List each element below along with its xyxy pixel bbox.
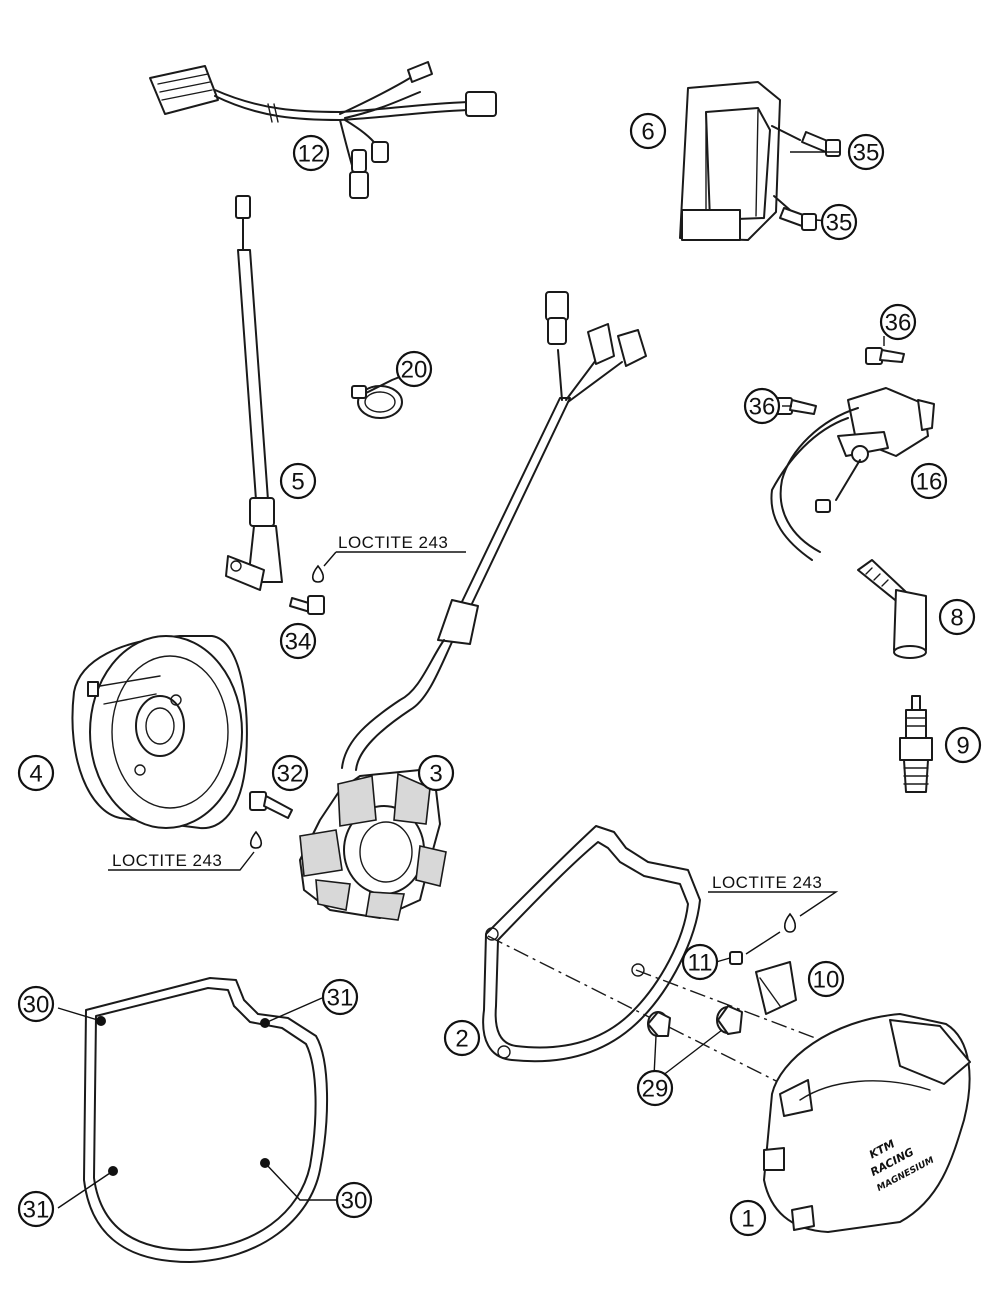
callout-label: 10 <box>813 967 840 994</box>
callout-1: 1 <box>729 1199 767 1237</box>
callout-label: 36 <box>749 394 776 421</box>
callout-label: 35 <box>826 210 853 237</box>
callout-label: 20 <box>401 357 428 384</box>
callout-4: 4 <box>17 754 55 792</box>
callout-20: 20 <box>395 350 433 388</box>
callout-label: 8 <box>950 605 963 632</box>
sensor-cable-part-5 <box>225 195 283 591</box>
callout-label: 31 <box>327 985 354 1012</box>
gasket-lower-left <box>83 977 329 1263</box>
cdi-unit-part-6 <box>679 81 801 241</box>
loctite-note-c: LOCTITE 243 <box>708 873 839 955</box>
callout-label: 36 <box>885 310 912 337</box>
gasket-part-2 <box>482 825 701 1063</box>
wiring-harness-part-12 <box>149 61 497 199</box>
callout-36-upper: 36 <box>879 303 917 341</box>
callout-3: 3 <box>417 754 455 792</box>
loctite-label: LOCTITE 243 <box>338 533 448 552</box>
bolt-part-34 <box>289 595 325 615</box>
callout-35-upper: 35 <box>847 133 885 171</box>
bolt-part-36-upper <box>865 347 905 365</box>
flywheel-part-4 <box>71 635 248 830</box>
loctite-note-a: LOCTITE 243 <box>311 533 466 583</box>
callout-32: 32 <box>271 754 309 792</box>
callout-34: 34 <box>279 622 317 660</box>
callout-11: 11 <box>681 943 719 981</box>
callout-label: 4 <box>29 761 42 788</box>
callout-label: 34 <box>285 629 312 656</box>
spark-plug-cap-part-8 <box>857 559 927 659</box>
callout-16: 16 <box>910 462 948 500</box>
callout-label: 30 <box>341 1188 368 1215</box>
bolt-part-35-lower <box>779 207 817 231</box>
callout-label: 6 <box>641 119 654 146</box>
loctite-label: LOCTITE 243 <box>112 851 222 870</box>
callout-label: 5 <box>291 469 304 496</box>
callout-31-lower: 31 <box>17 1190 55 1228</box>
callout-label: 2 <box>455 1026 468 1053</box>
callout-2: 2 <box>443 1019 481 1057</box>
bolt-part-32 <box>249 791 293 819</box>
loctite-drop-icon <box>311 564 325 583</box>
callout-36-left: 36 <box>743 387 781 425</box>
callout-label: 1 <box>741 1206 754 1233</box>
loctite-note-b: LOCTITE 243 <box>108 830 263 871</box>
callout-35-lower: 35 <box>820 203 858 241</box>
loctite-drop-icon <box>783 912 797 933</box>
callout-29: 29 <box>636 1069 674 1107</box>
callout-30-lower: 30 <box>335 1181 373 1219</box>
callout-label: 30 <box>23 992 50 1019</box>
callout-label: 9 <box>956 733 969 760</box>
callout-10: 10 <box>807 960 845 998</box>
callout-8: 8 <box>938 598 976 636</box>
callout-12: 12 <box>292 134 330 172</box>
callout-label: 12 <box>298 141 325 168</box>
callout-30-upper: 30 <box>17 985 55 1023</box>
ignition-cover-part-1: KTM RACING MAGNESIUM <box>763 1013 971 1233</box>
ignition-coil-part-16 <box>770 387 935 561</box>
stator-part-3 <box>299 291 647 921</box>
callout-label: 16 <box>916 469 943 496</box>
loctite-label: LOCTITE 243 <box>712 873 822 892</box>
bushing-part-29-a <box>647 1011 671 1037</box>
loctite-drop-icon <box>249 830 263 849</box>
callout-label: 29 <box>642 1076 669 1103</box>
callout-label: 31 <box>23 1197 50 1224</box>
screw-part-11 <box>729 951 743 965</box>
bushing-part-29-b <box>716 1005 743 1035</box>
callout-label: 35 <box>853 140 880 167</box>
callout-5: 5 <box>279 462 317 500</box>
cable-tie-part-20 <box>351 371 413 419</box>
callout-9: 9 <box>944 726 982 764</box>
callout-6: 6 <box>629 112 667 150</box>
callout-31-upper: 31 <box>321 978 359 1016</box>
callout-label: 32 <box>277 761 304 788</box>
callout-label: 11 <box>688 950 713 977</box>
callout-label: 3 <box>429 761 442 788</box>
plate-part-10 <box>755 961 797 1015</box>
spark-plug-part-9 <box>899 695 933 793</box>
